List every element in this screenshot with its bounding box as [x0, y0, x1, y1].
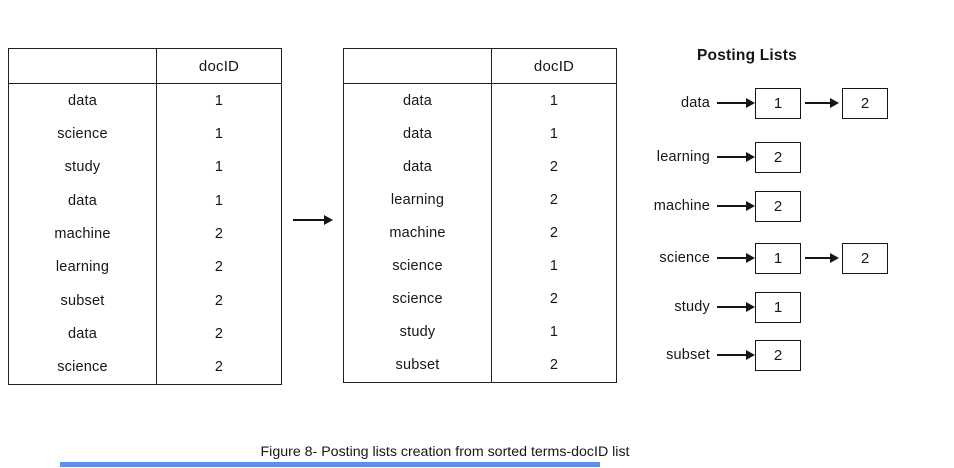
term-cell: study — [64, 159, 101, 176]
table-row: machine 2 — [344, 216, 616, 250]
docid-header-cell: docID — [156, 49, 281, 83]
highlight-bar — [60, 462, 600, 467]
arrow-icon — [717, 200, 755, 211]
table-row: science 2 — [9, 350, 281, 384]
term-cell: data — [402, 92, 433, 109]
table-row: data 1 — [9, 84, 281, 118]
term-cell: study — [399, 324, 436, 341]
docid-cell: 1 — [491, 249, 616, 283]
table-header-row: docID — [9, 49, 281, 84]
table-row: machine 2 — [9, 217, 281, 251]
term-cell: data — [67, 192, 98, 209]
docid-cell: 2 — [491, 282, 616, 316]
docid-cell: 2 — [156, 350, 281, 384]
docid-cell: 1 — [156, 84, 281, 118]
term-cell: machine — [54, 225, 111, 242]
docid-cell: 1 — [491, 117, 616, 151]
docid-cell: 2 — [156, 217, 281, 251]
table-header-row: docID — [344, 49, 616, 84]
arrow-icon — [717, 252, 755, 263]
arrow-icon — [717, 301, 755, 312]
posting-term: study — [674, 299, 710, 315]
arrow-icon — [717, 97, 755, 108]
docid-cell: 2 — [491, 216, 616, 250]
posting-term: science — [659, 250, 710, 266]
docid-cell: 2 — [491, 150, 616, 184]
docid-cell: 2 — [156, 250, 281, 284]
table-row: learning 2 — [9, 250, 281, 284]
term-cell: data — [402, 125, 433, 142]
posting-node: 1 — [755, 291, 801, 323]
posting-list-row: data 1 2 — [600, 87, 888, 119]
term-cell: subset — [60, 292, 105, 309]
docid-cell: 2 — [156, 283, 281, 318]
posting-term: subset — [666, 347, 710, 363]
posting-node: 1 — [755, 242, 801, 274]
table-row: data 1 — [344, 117, 616, 151]
arrow-icon — [717, 349, 755, 360]
table-row: science 2 — [344, 282, 616, 316]
posting-term: learning — [656, 149, 710, 165]
term-cell: science — [392, 291, 443, 308]
posting-list-row: learning 2 — [600, 141, 801, 173]
term-cell: data — [67, 325, 98, 342]
docid-cell: 1 — [156, 117, 281, 151]
posting-list-row: study 1 — [600, 291, 801, 323]
term-cell: learning — [55, 259, 110, 276]
docid-cell: 1 — [156, 150, 281, 184]
docid-header-cell: docID — [491, 49, 616, 83]
sorted-table-body: data 1 data 1 data 2 learning 2 machine 2 science 1… — [344, 84, 616, 382]
arrow-icon — [805, 252, 839, 263]
arrow-icon — [717, 151, 755, 162]
posting-list-row: machine 2 — [600, 190, 801, 222]
table-row: subset 2 — [9, 283, 281, 318]
term-cell: science — [57, 359, 108, 376]
docid-cell: 2 — [156, 317, 281, 351]
posting-term: data — [680, 95, 710, 111]
term-cell: data — [402, 158, 433, 175]
term-header-cell — [344, 49, 491, 83]
term-cell: machine — [389, 224, 446, 241]
posting-node: 2 — [842, 87, 888, 119]
posting-list-row: science 1 2 — [600, 242, 888, 274]
term-cell: data — [67, 92, 98, 109]
term-cell: science — [392, 258, 443, 275]
posting-node: 2 — [842, 242, 888, 274]
table-row: data 2 — [344, 150, 616, 184]
docid-cell: 1 — [156, 183, 281, 218]
table-row: data 2 — [9, 317, 281, 351]
docid-cell: 1 — [491, 315, 616, 349]
term-cell: subset — [395, 357, 440, 374]
term-cell: learning — [390, 191, 445, 208]
posting-node: 2 — [755, 141, 801, 173]
table-row: science 1 — [344, 249, 616, 283]
posting-node: 1 — [755, 87, 801, 119]
table-row: subset 2 — [344, 348, 616, 382]
sort-arrow-icon — [293, 214, 333, 225]
table-row: data 1 — [9, 183, 281, 218]
table-row: data 1 — [344, 84, 616, 118]
posting-node: 2 — [755, 190, 801, 222]
docid-cell: 2 — [491, 183, 616, 217]
docid-cell: 2 — [491, 348, 616, 382]
term-header-cell — [9, 49, 156, 83]
posting-node: 2 — [755, 339, 801, 371]
docid-cell: 1 — [491, 84, 616, 118]
table-row: learning 2 — [344, 183, 616, 217]
table-row: science 1 — [9, 117, 281, 151]
posting-term: machine — [653, 198, 710, 214]
arrow-icon — [805, 97, 839, 108]
table-row: study 1 — [9, 150, 281, 184]
posting-list-row: subset 2 — [600, 339, 801, 371]
table-row: study 1 — [344, 315, 616, 349]
posting-lists-title: Posting Lists — [697, 47, 797, 64]
term-cell: science — [57, 125, 108, 142]
figure-caption: Figure 8- Posting lists creation from so… — [260, 444, 630, 460]
